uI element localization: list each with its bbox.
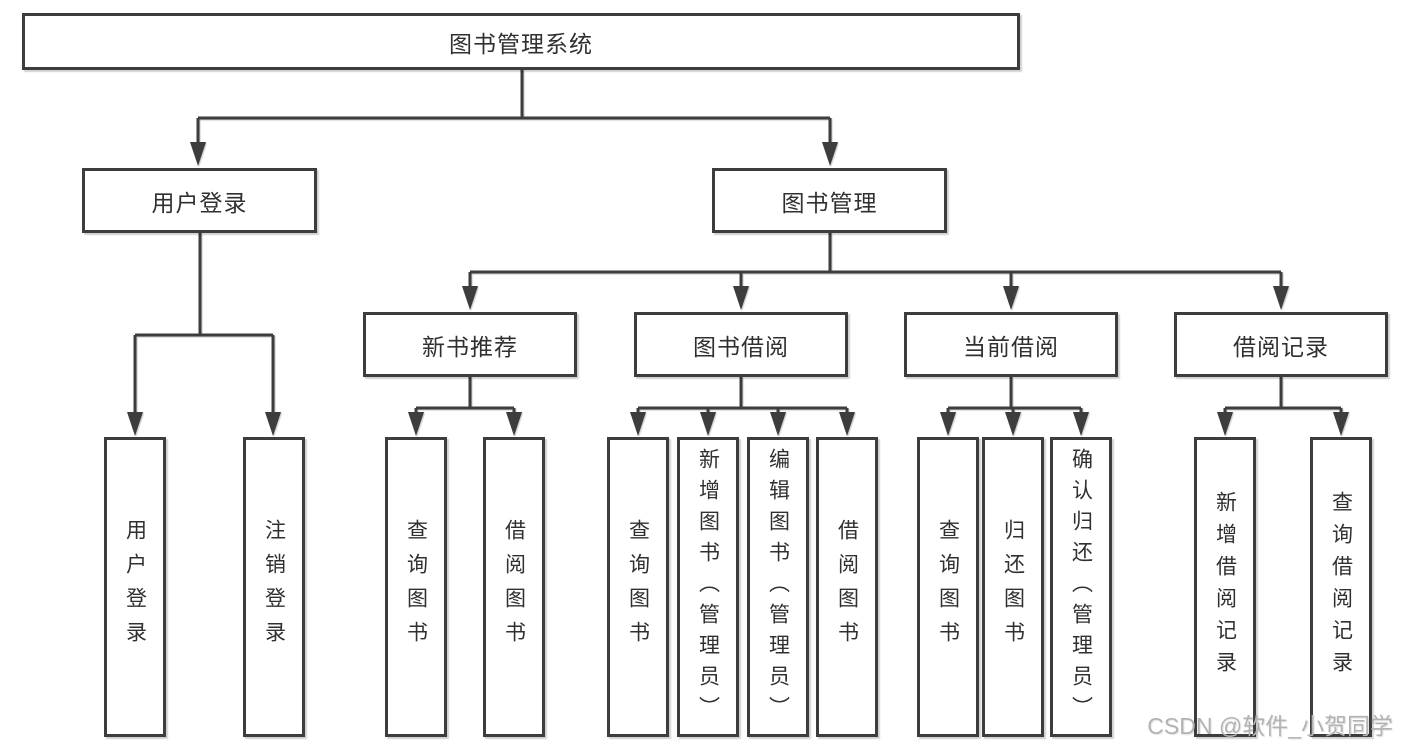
- node-book-management: 图书管理: [712, 168, 947, 233]
- node-user-login: 用户登录: [82, 168, 317, 233]
- arrowhead: [1073, 412, 1089, 436]
- arrowhead: [733, 286, 749, 310]
- arrowhead: [1217, 412, 1233, 436]
- arrowhead: [940, 412, 956, 436]
- leaf-add-borrow-record-label: 新增借阅记录: [1213, 491, 1237, 683]
- arrowhead: [127, 412, 143, 436]
- leaf-add-borrow-record: 新增借阅记录: [1194, 437, 1256, 737]
- leaf-query-borrow-record-label: 查询借阅记录: [1329, 491, 1353, 683]
- arrowhead: [1273, 286, 1289, 310]
- csdn-watermark: CSDN @软件_小贺同学: [1147, 713, 1393, 739]
- leaf-user-login: 用户登录: [104, 437, 166, 737]
- leaf-logout-label: 注销登录: [262, 519, 286, 655]
- leaf-query-books-current: 查询图书: [917, 437, 979, 737]
- node-new-book-recommend: 新书推荐: [363, 312, 577, 377]
- arrowhead: [462, 286, 478, 310]
- leaf-query-borrow-record: 查询借阅记录: [1310, 437, 1372, 737]
- node-user-login-label: 用户登录: [151, 189, 248, 216]
- leaf-return-book: 归还图书: [982, 437, 1044, 737]
- node-borrow-records-label: 借阅记录: [1233, 333, 1329, 360]
- leaf-logout: 注销登录: [243, 437, 305, 737]
- arrowhead: [1005, 412, 1021, 436]
- node-book-management-label: 图书管理: [781, 189, 878, 216]
- leaf-add-book-admin: 新增图书（管理员）: [677, 437, 739, 737]
- leaf-edit-book-admin-label: 编辑图书（管理员）: [766, 447, 790, 727]
- arrowhead: [506, 412, 522, 436]
- node-book-borrow: 图书借阅: [634, 312, 848, 377]
- leaf-query-books-borrow-label: 查询图书: [626, 519, 650, 655]
- leaf-edit-book-admin: 编辑图书（管理员）: [747, 437, 809, 737]
- arrowhead: [700, 412, 716, 436]
- leaf-return-book-label: 归还图书: [1001, 519, 1025, 655]
- leaf-query-books-recommend-label: 查询图书: [404, 519, 428, 655]
- arrowhead: [822, 142, 838, 166]
- leaf-borrow-books-recommend: 借阅图书: [483, 437, 545, 737]
- node-root: 图书管理系统: [22, 13, 1020, 70]
- leaf-query-books-current-label: 查询图书: [936, 519, 960, 655]
- leaf-query-books-recommend: 查询图书: [385, 437, 447, 737]
- leaf-query-books-borrow: 查询图书: [607, 437, 669, 737]
- arrowhead: [408, 412, 424, 436]
- leaf-borrow-books-borrow: 借阅图书: [816, 437, 878, 737]
- leaf-user-login-label: 用户登录: [123, 519, 147, 655]
- arrowhead: [190, 142, 206, 166]
- leaf-borrow-books-recommend-label: 借阅图书: [502, 519, 526, 655]
- leaf-confirm-return-admin-label: 确认归还（管理员）: [1069, 447, 1093, 727]
- leaf-confirm-return-admin: 确认归还（管理员）: [1050, 437, 1112, 737]
- arrowhead: [630, 412, 646, 436]
- tree-edges: [133, 70, 1343, 414]
- leaf-add-book-admin-label: 新增图书（管理员）: [696, 447, 720, 727]
- node-current-borrow-label: 当前借阅: [963, 333, 1059, 360]
- node-current-borrow: 当前借阅: [904, 312, 1118, 377]
- leaf-borrow-books-borrow-label: 借阅图书: [835, 519, 859, 655]
- arrowhead: [1003, 286, 1019, 310]
- node-root-label: 图书管理系统: [449, 30, 593, 57]
- arrowhead: [1333, 412, 1349, 436]
- arrowhead: [770, 412, 786, 436]
- arrowhead: [265, 412, 281, 436]
- node-book-borrow-label: 图书借阅: [693, 333, 789, 360]
- arrowheads: [127, 142, 1349, 436]
- arrowhead: [839, 412, 855, 436]
- node-new-book-recommend-label: 新书推荐: [422, 333, 518, 360]
- node-borrow-records: 借阅记录: [1174, 312, 1388, 377]
